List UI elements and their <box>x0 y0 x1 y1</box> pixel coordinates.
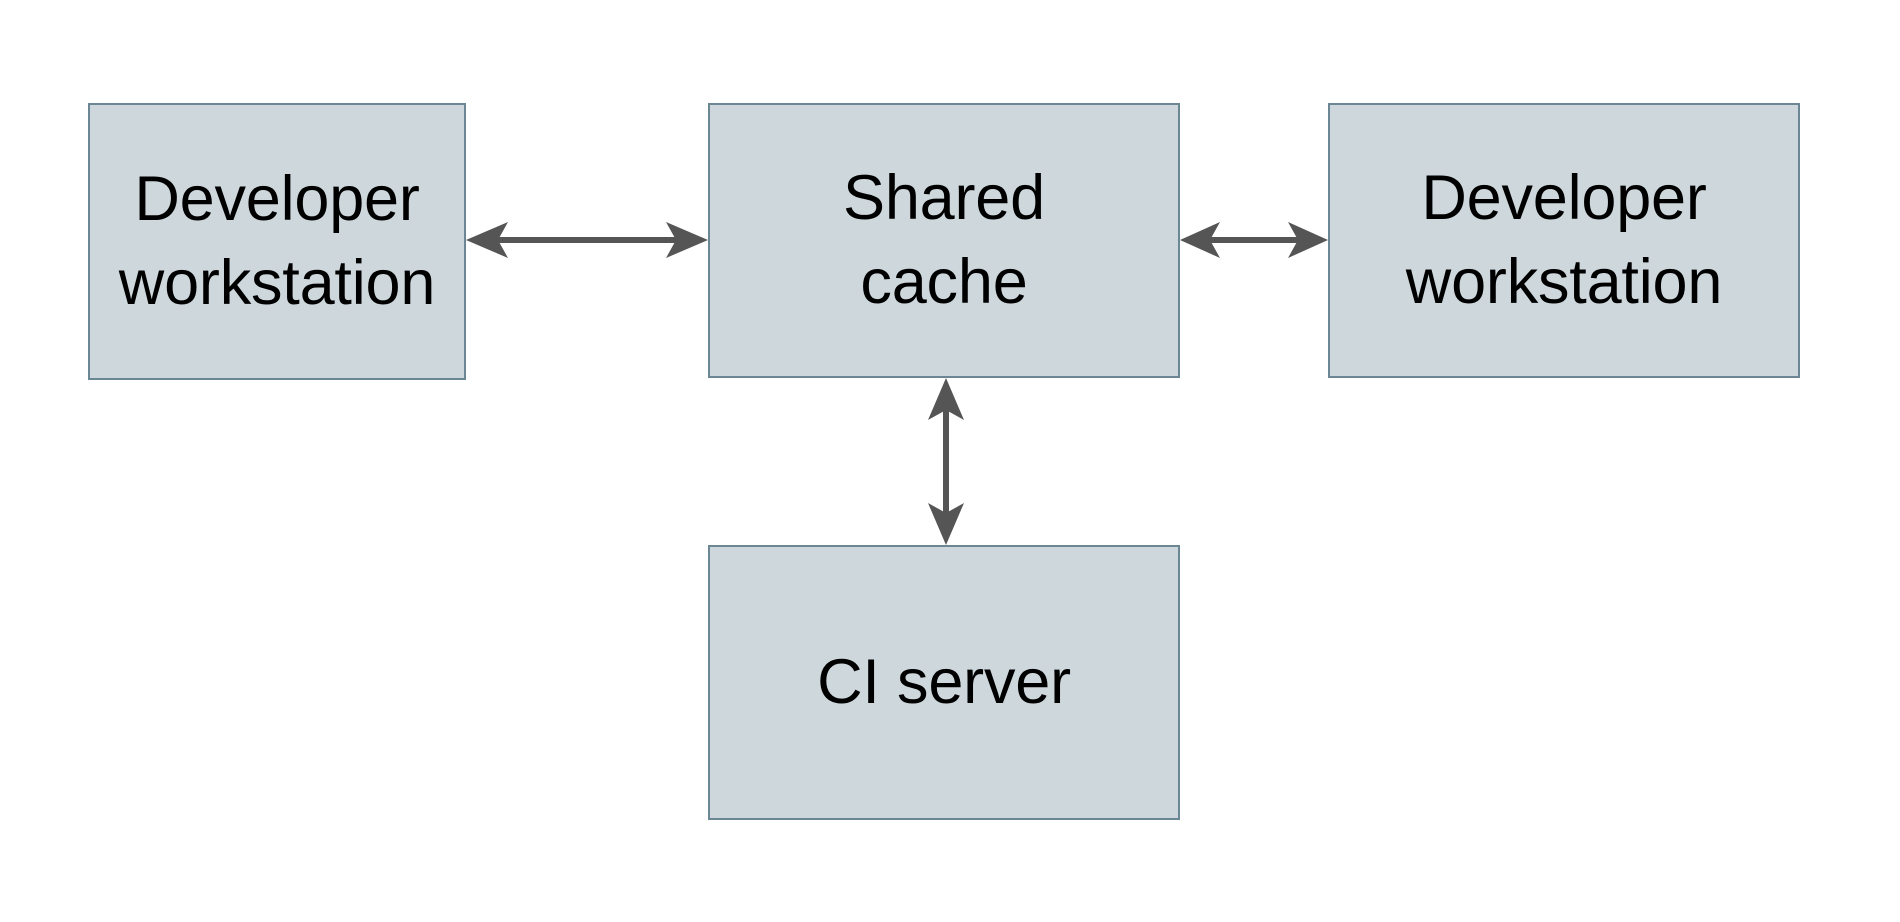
double-arrow-icon <box>466 222 708 258</box>
node-label: Developer workstation <box>1405 163 1723 317</box>
double-arrow-icon <box>928 378 964 545</box>
node-label: Shared cache <box>843 163 1045 317</box>
node-shared-cache[interactable]: Shared cache <box>708 103 1180 378</box>
node-label: Developer workstation <box>118 164 436 318</box>
edge-shared-cache-to-developer-workstation-right[interactable] <box>1176 208 1332 272</box>
edge-shared-cache-to-ci-server[interactable] <box>914 374 978 549</box>
node-developer-workstation-left[interactable]: Developer workstation <box>88 103 466 380</box>
double-arrow-icon <box>1180 222 1328 258</box>
node-developer-workstation-right[interactable]: Developer workstation <box>1328 103 1800 378</box>
node-ci-server[interactable]: CI server <box>708 545 1180 820</box>
node-label: CI server <box>817 646 1071 717</box>
edge-developer-workstation-left-to-shared-cache[interactable] <box>462 208 712 272</box>
